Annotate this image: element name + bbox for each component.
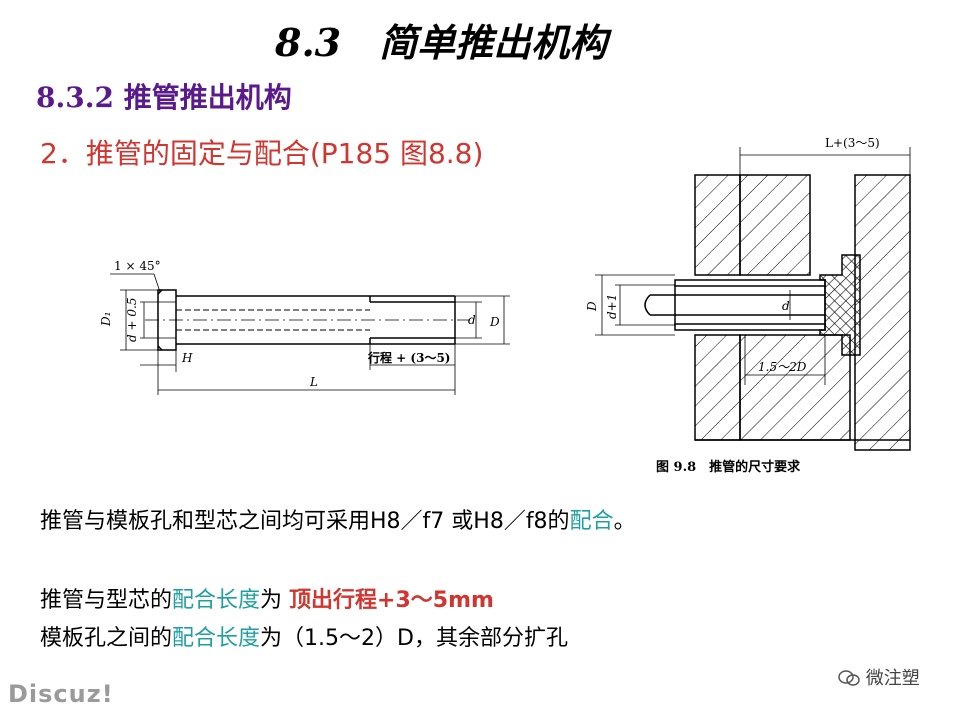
plate-fit-length: 模板孔之间的配合长度为（1.5～2）D，其余部分扩孔 — [40, 620, 568, 652]
dim-d-label: d — [468, 313, 476, 327]
dim-D-right-label: D — [585, 301, 599, 312]
fit-highlight: 配合 — [569, 509, 614, 534]
core-fit-length: 推管与型芯的配合长度为 顶出行程+3～5mm — [40, 582, 494, 614]
core-fit-highlight: 配合长度 — [172, 588, 261, 613]
slide-title: 8.3 简单推出机构 — [275, 20, 608, 65]
wechat-watermark-text: 微注塑 — [865, 668, 920, 689]
dim-H-label: H — [181, 351, 193, 365]
dim-D1-label: D₁ — [99, 312, 113, 327]
ejector-sleeve-drawing: 1 × 45° D₁ d + 0.5 d D H 行程 + (3～5) L — [99, 259, 510, 395]
dim-L-label: L — [309, 375, 318, 389]
wechat-icon — [838, 670, 860, 686]
dim-bottom-label: 1.5～2D — [758, 360, 807, 374]
chamfer-label: 1 × 45° — [114, 259, 161, 273]
mold-section-drawing: L+(3～5) D d+1 d 1.5～2D — [585, 136, 911, 451]
topic-heading: 2．推管的固定与配合(P185 图8.8) — [40, 137, 484, 170]
dim-D-label: D — [489, 315, 500, 329]
dim-stroke-label: 行程 + (3～5) — [367, 350, 450, 365]
section-subtitle: 8.3.2 推管推出机构 — [36, 81, 292, 114]
plate-fit-highlight: 配合长度 — [172, 626, 261, 651]
core-fit-value: 顶出行程+3～5mm — [289, 588, 494, 613]
wechat-watermark: 微注塑 — [838, 664, 920, 690]
plate-fit-value: 为（1.5～2）D，其余部分扩孔 — [260, 626, 568, 651]
dim-d-right-label: d — [782, 299, 790, 313]
core-fit-text: 推管与型芯的 — [40, 588, 173, 613]
dim-d05-label: d + 0.5 — [125, 298, 139, 342]
core-fit-mid: 为 — [260, 588, 290, 613]
figure-caption: 图 9.8 推管的尺寸要求 — [656, 460, 801, 475]
fit-text: 推管与模板孔和型芯之间均可采用H8／f7 或H8／f8的 — [40, 509, 570, 534]
plate-fit-text: 模板孔之间的 — [40, 626, 173, 651]
discuz-watermark: Discuz! — [8, 680, 114, 708]
dim-top-label: L+(3～5) — [825, 136, 880, 150]
fit-end: 。 — [613, 509, 636, 534]
dim-d1-label: d+1 — [605, 294, 619, 319]
fit-statement: 推管与模板孔和型芯之间均可采用H8／f7 或H8／f8的配合。 — [40, 503, 636, 535]
